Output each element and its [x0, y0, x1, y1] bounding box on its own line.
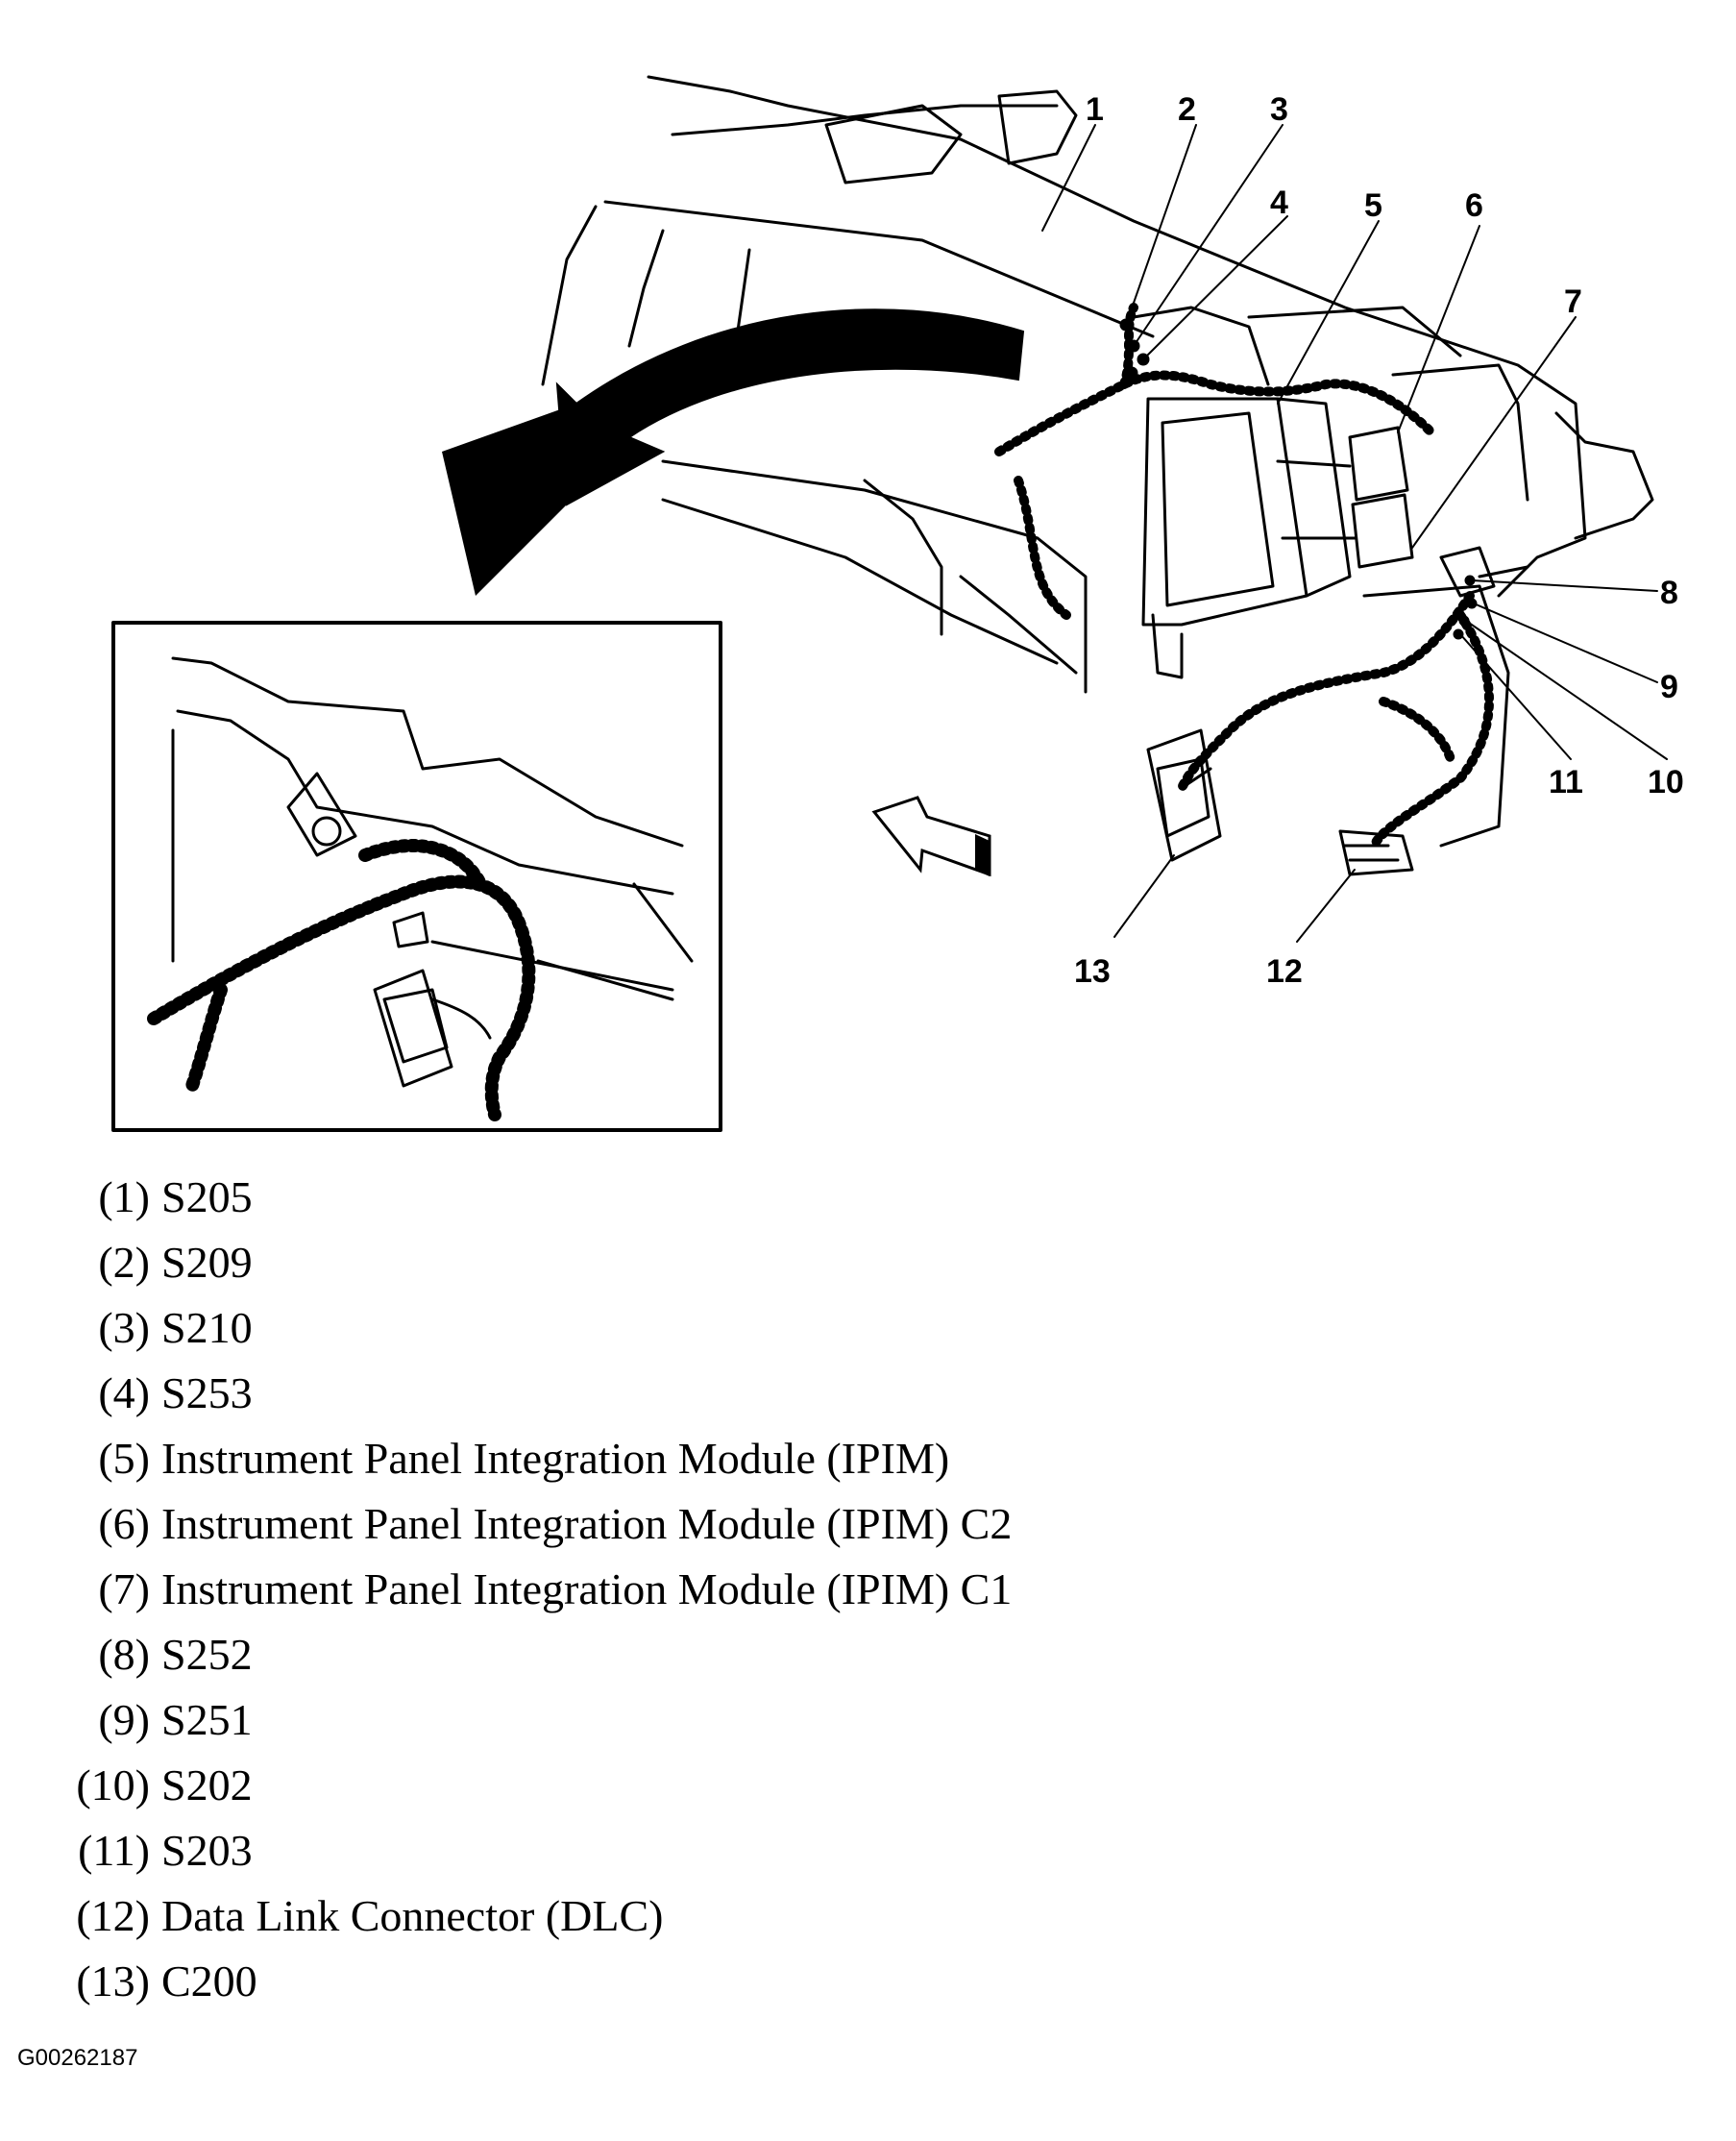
instrument-panel-frame — [647, 75, 1587, 598]
ipim-c1-connector — [1351, 493, 1414, 569]
callout-12: 12 — [1266, 953, 1303, 990]
legend-item: (4)S253 — [98, 1368, 253, 1417]
callout-9: 9 — [1660, 669, 1678, 705]
legend-item: (2)S209 — [98, 1238, 253, 1287]
legend-item: (13)C200 — [76, 1956, 257, 2006]
legend-item: (12)Data Link Connector (DLC) — [76, 1891, 664, 1940]
ipim-c2-connector — [1348, 426, 1409, 502]
detail-inset — [111, 621, 722, 1132]
legend-item: (3)S210 — [98, 1303, 253, 1352]
callout-7: 7 — [1564, 283, 1582, 320]
wiring-harness-lower — [1177, 591, 1475, 793]
view-direction-arrow — [871, 796, 991, 877]
callout-3: 3 — [1270, 91, 1288, 128]
callout-4: 4 — [1270, 185, 1288, 221]
legend-item: (8)S252 — [98, 1630, 253, 1679]
legend-item: (11)S203 — [78, 1826, 253, 1875]
callout-11: 11 — [1549, 764, 1583, 800]
removal-arrow — [555, 308, 1025, 506]
legend-item: (1)S205 — [98, 1172, 253, 1221]
callout-13: 13 — [1074, 953, 1111, 990]
legend-item: (7)Instrument Panel Integration Module (… — [98, 1564, 1013, 1613]
callout-2: 2 — [1178, 91, 1196, 128]
legend-item: (6)Instrument Panel Integration Module (… — [98, 1499, 1013, 1548]
callout-6: 6 — [1465, 187, 1483, 224]
legend-list: (1)S205 (2)S209 (3)S210 (4)S253 (5)Instr… — [60, 1165, 1012, 2014]
callout-10: 10 — [1648, 764, 1684, 800]
callout-1: 1 — [1086, 91, 1104, 128]
callout-8: 8 — [1660, 575, 1678, 611]
wiring-harness-top — [994, 370, 1436, 456]
figure-id: G00262187 — [17, 2045, 138, 2071]
legend-item: (9)S251 — [98, 1695, 253, 1744]
inset-connector — [373, 969, 453, 1088]
wiring-diagram: 1 2 3 4 5 6 7 8 9 10 11 12 13 — [111, 75, 1684, 1132]
legend-item: (5)Instrument Panel Integration Module (… — [98, 1434, 950, 1483]
ipim-module — [1141, 397, 1308, 627]
inset-harness — [147, 874, 536, 1121]
callout-5: 5 — [1364, 187, 1382, 224]
dlc-connector — [1338, 829, 1414, 876]
legend-item: (10)S202 — [76, 1760, 253, 1809]
